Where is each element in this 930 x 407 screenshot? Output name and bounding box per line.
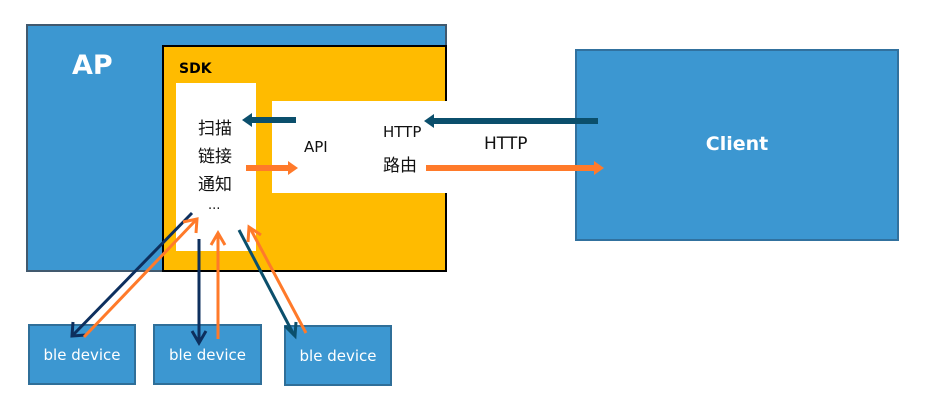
client-box: Client bbox=[575, 49, 899, 241]
http-route-label-line1: HTTP bbox=[383, 123, 422, 141]
http-connection-label: HTTP bbox=[484, 134, 528, 154]
ble-device-label: ble device bbox=[299, 346, 377, 365]
function-connect: 链接 bbox=[198, 147, 232, 167]
client-label: Client bbox=[705, 133, 769, 155]
arrow-client-to-http-route bbox=[424, 114, 598, 128]
ble-device-2: ble device bbox=[153, 324, 262, 385]
ble-device-label: ble device bbox=[43, 345, 121, 364]
http-route-label-line2: 路由 bbox=[383, 156, 417, 176]
api-panel: API HTTP 路由 bbox=[272, 101, 447, 193]
ap-label: AP bbox=[72, 50, 113, 81]
sdk-function-panel: 扫描 链接 通知 ... bbox=[176, 83, 256, 251]
function-scan: 扫描 bbox=[198, 119, 232, 139]
ble-device-3: ble device bbox=[284, 325, 392, 386]
function-more: ... bbox=[208, 198, 221, 213]
function-notify: 通知 bbox=[198, 175, 232, 195]
ble-device-label: ble device bbox=[169, 345, 246, 364]
ble-device-1: ble device bbox=[28, 324, 136, 385]
sdk-label: SDK bbox=[179, 61, 212, 77]
api-label: API bbox=[304, 138, 328, 156]
